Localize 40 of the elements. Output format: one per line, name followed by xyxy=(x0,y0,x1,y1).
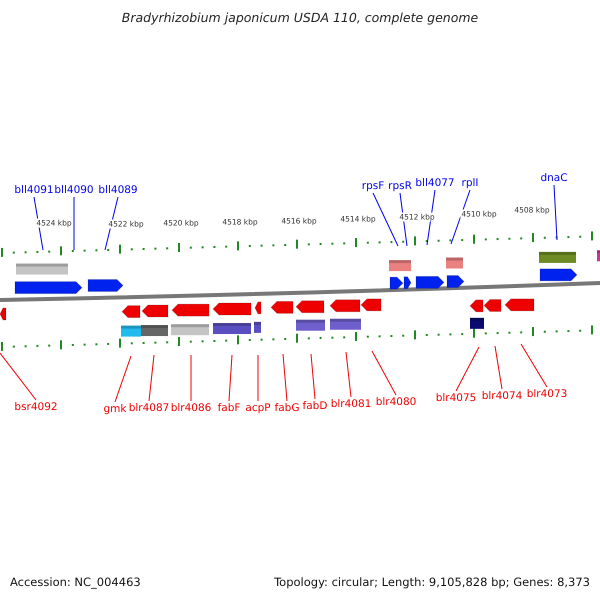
gene-label: blr4073 xyxy=(526,388,568,400)
leader-line xyxy=(228,354,232,402)
gene-label: bll4090 xyxy=(54,184,94,196)
gene-label: blr4080 xyxy=(376,396,416,408)
gene-label: blr4087 xyxy=(128,402,170,414)
gene-label: bsr4092 xyxy=(14,401,58,413)
leader-line xyxy=(450,190,470,244)
gene-label: bll4091 xyxy=(14,184,54,196)
gene-label: fabF xyxy=(218,402,240,414)
gene-label: blr4074 xyxy=(482,390,522,402)
leader-line xyxy=(372,192,398,246)
leader-line xyxy=(346,352,352,398)
gene-label: bll4089 xyxy=(98,184,138,196)
gene-label: blr4086 xyxy=(170,402,212,414)
gene-label: rplI xyxy=(462,177,478,189)
gene-label: gmk xyxy=(104,403,126,415)
leader-line xyxy=(0,352,36,400)
gene-label: fabD xyxy=(302,400,328,412)
genome-info-text: Topology: circular; Length: 9,105,828 bp; Genes: 8,373 xyxy=(274,575,590,589)
leader-line xyxy=(494,346,502,390)
gene-label: blr4081 xyxy=(330,398,372,410)
gene-label: dnaC xyxy=(540,172,568,184)
leader-line xyxy=(282,354,288,402)
gene-label: fabG xyxy=(274,402,300,414)
title: Bradyrhizobium japonicum USDA 110, complete genome xyxy=(120,10,480,25)
gene-label: bll4077 xyxy=(415,177,455,189)
leader-line xyxy=(372,350,396,396)
leader-line xyxy=(114,356,132,402)
leader-line xyxy=(148,354,154,402)
leader-line xyxy=(456,346,480,392)
leader-line xyxy=(520,344,548,388)
leader-line xyxy=(554,184,558,240)
accession-text: Accession: NC_004463 xyxy=(10,575,141,589)
gene-label: acpP xyxy=(245,402,271,414)
gene-label: rpsR xyxy=(388,180,412,192)
gene-label: rpsF xyxy=(362,180,384,192)
leader-line xyxy=(426,190,436,246)
leader-line xyxy=(310,354,316,400)
gene-label: blr4075 xyxy=(436,392,476,404)
leader-line xyxy=(190,354,192,402)
